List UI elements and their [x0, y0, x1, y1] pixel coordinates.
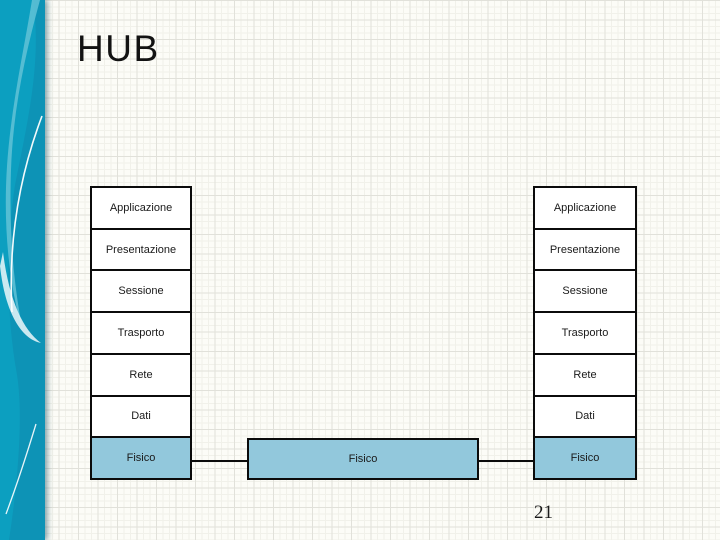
osi-layer-row-fisico: Fisico	[535, 438, 635, 479]
hub-connector-right	[479, 460, 533, 462]
osi-layer-row: Sessione	[535, 271, 635, 314]
osi-layer-row-fisico: Fisico	[92, 438, 190, 479]
osi-layer-row: Sessione	[92, 271, 190, 314]
osi-layer-row: Trasporto	[535, 313, 635, 355]
slide-title: HUB	[77, 28, 160, 69]
osi-layer-row: Rete	[92, 354, 190, 397]
osi-layer-row: Rete	[535, 354, 635, 397]
osi-stack-left: Applicazione Presentazione Sessione Tras…	[90, 186, 192, 480]
osi-stack-right: Applicazione Presentazione Sessione Tras…	[533, 186, 637, 480]
osi-layer-row: Dati	[92, 396, 190, 439]
osi-layer-row: Presentazione	[92, 229, 190, 272]
osi-layer-row: Applicazione	[535, 188, 635, 230]
osi-layer-row: Applicazione	[92, 188, 190, 230]
hub-connector-left	[192, 460, 247, 462]
hub-physical-box: Fisico	[247, 438, 479, 480]
slide-sidebar	[0, 0, 45, 540]
page-number: 21	[534, 502, 553, 523]
osi-layer-row: Dati	[535, 396, 635, 439]
sidebar-swoosh-graphic	[0, 0, 45, 540]
osi-layer-row: Presentazione	[535, 229, 635, 272]
osi-layer-row: Trasporto	[92, 313, 190, 355]
